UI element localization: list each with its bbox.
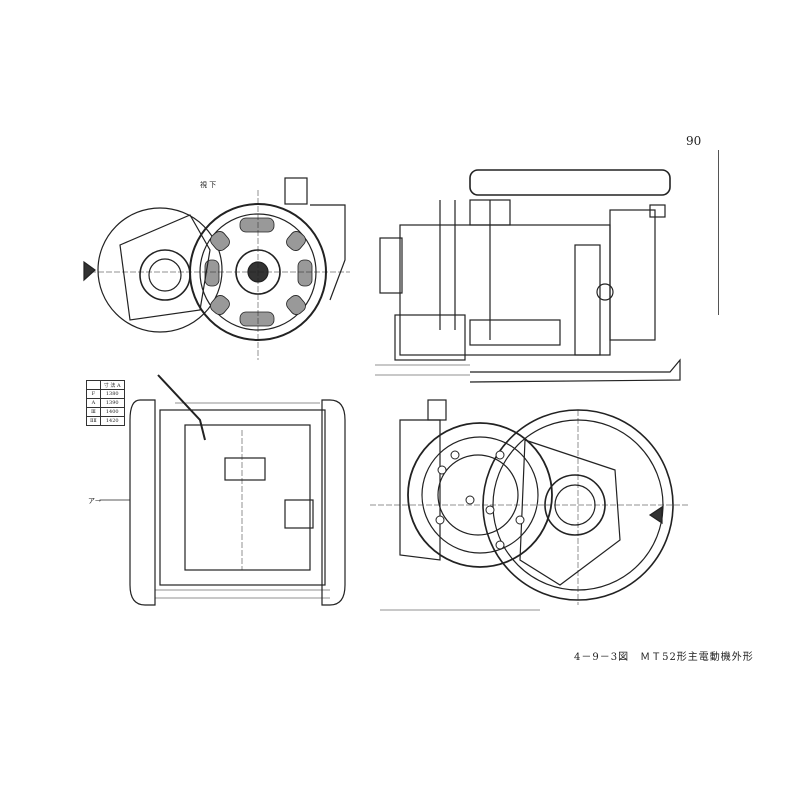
page-number: 90 — [686, 134, 702, 148]
side-view-top-right — [375, 169, 681, 383]
figure-caption: 4－9－3図 ＭＴ52形主電動機外形 — [574, 652, 754, 663]
end-view-top-left — [83, 177, 350, 360]
margin-line — [718, 150, 719, 315]
plan-view-bottom-left — [100, 374, 346, 606]
end-view-bottom-right — [370, 399, 690, 611]
view-label: 視 下 — [200, 181, 217, 189]
arrow-label: ア→ — [88, 497, 101, 505]
